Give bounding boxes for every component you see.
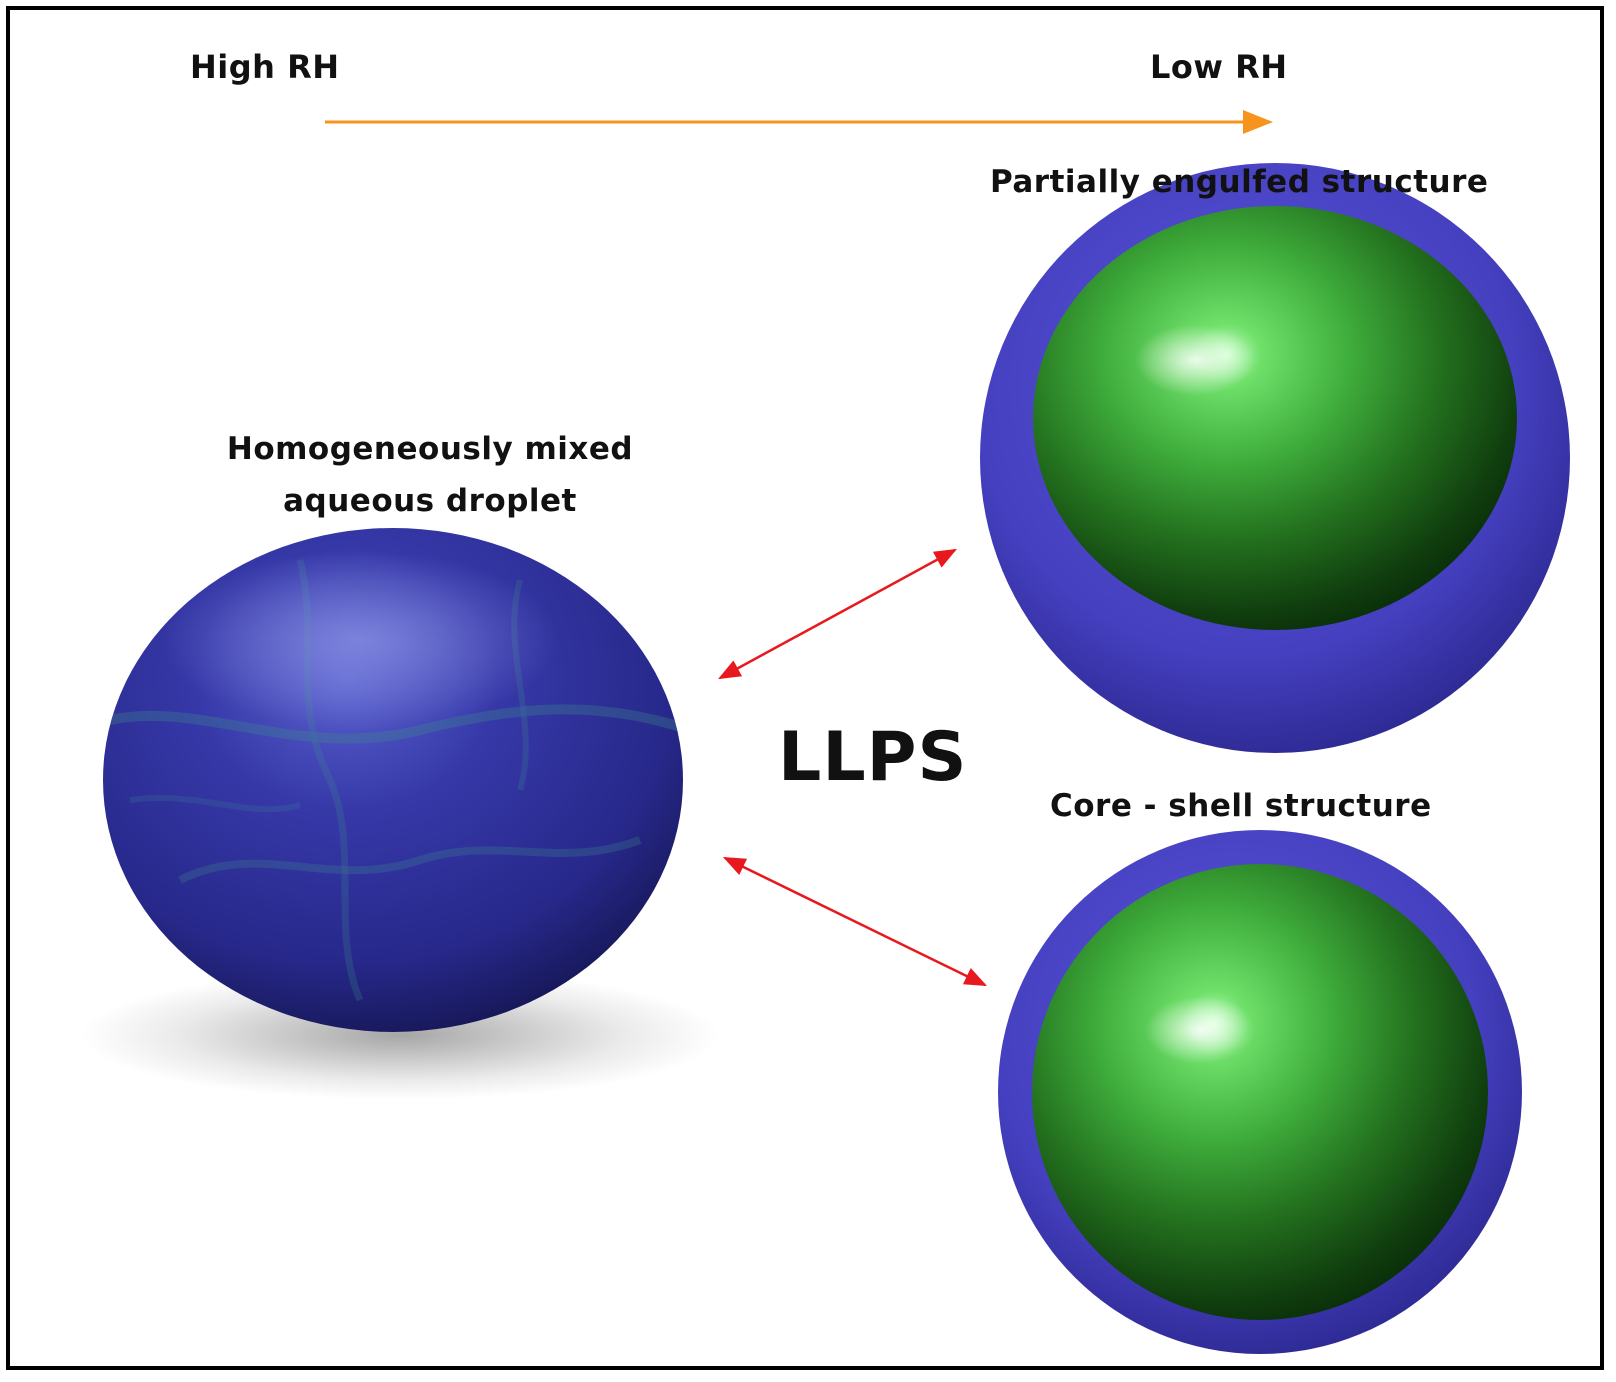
- partially-engulfed-label: Partially engulfed structure: [990, 164, 1489, 200]
- low-rh-label: Low RH: [1150, 48, 1288, 86]
- core-shell-label: Core - shell structure: [1050, 788, 1432, 824]
- llps-label: LLPS: [778, 718, 968, 797]
- homogeneous-droplet-label: Homogeneously mixed aqueous droplet: [226, 431, 634, 519]
- arrow-to-partially-engulfed: [718, 548, 957, 680]
- partially-engulfed-particle: [980, 163, 1570, 753]
- arrow-to-core-shell: [722, 856, 988, 987]
- high-rh-label: High RH: [190, 48, 340, 86]
- homogeneous-droplet: [80, 528, 720, 1100]
- core-shell-particle: [998, 830, 1522, 1354]
